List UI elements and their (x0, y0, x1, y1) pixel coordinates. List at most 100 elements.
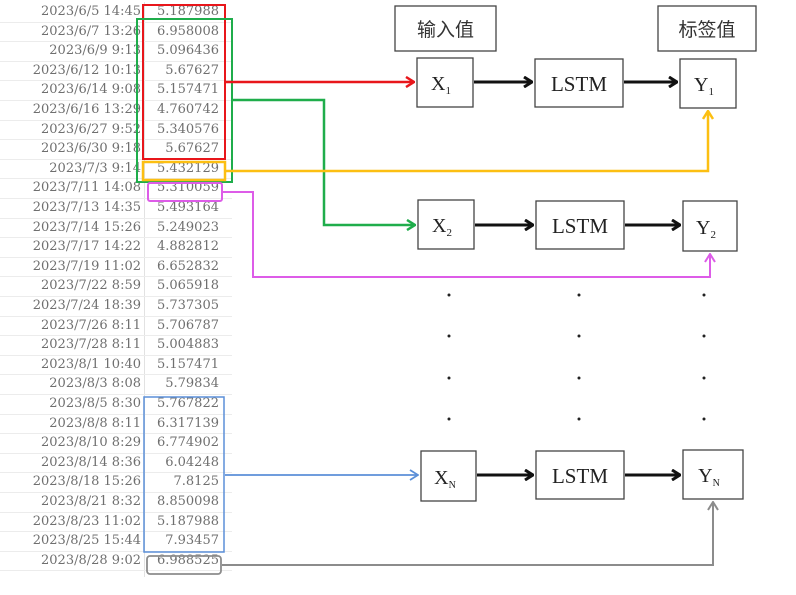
value-cell[interactable]: 5.493164 (156, 200, 219, 215)
ellipsis-dot (702, 293, 706, 297)
value-cell[interactable]: 7.93457 (165, 533, 219, 549)
value-cell[interactable]: 5.065918 (156, 278, 219, 294)
value-cell[interactable]: 5.737305 (156, 298, 219, 313)
date-cell[interactable]: 2023/6/30 9:18 (41, 141, 141, 157)
value-cell[interactable]: 6.958008 (156, 23, 219, 39)
x2-label: X2 (432, 215, 452, 239)
date-cell[interactable]: 2023/7/19 11:02 (32, 258, 141, 274)
table-row: 2023/8/10 8:29 6.774902 (0, 433, 232, 454)
date-cell[interactable]: 2023/6/5 14:45 (41, 4, 141, 19)
value-cell[interactable]: 5.67627 (165, 62, 219, 78)
lstm-label-2: LSTM (552, 214, 608, 238)
value-cell[interactable]: 5.67627 (165, 141, 219, 157)
table-row: 2023/8/18 15:26 7.8125 (0, 472, 232, 493)
date-cell[interactable]: 2023/8/3 8:08 (49, 376, 141, 392)
value-cell[interactable]: 5.432129 (156, 160, 219, 176)
date-cell[interactable]: 2023/8/14 8:36 (41, 454, 141, 470)
table-row: 2023/8/5 8:30 5.767822 (0, 394, 232, 415)
date-cell[interactable]: 2023/8/8 8:11 (49, 415, 141, 431)
y2-node (682, 200, 738, 252)
value-cell[interactable]: 8.850098 (156, 494, 219, 509)
date-cell[interactable]: 2023/6/9 9:13 (49, 43, 141, 59)
x1-node (416, 57, 474, 108)
ellipsis-dot (577, 417, 581, 421)
date-cell[interactable]: 2023/7/14 15:26 (32, 219, 141, 235)
date-cell[interactable]: 2023/7/17 14:22 (32, 239, 141, 255)
value-cell[interactable]: 6.04248 (165, 454, 219, 470)
table-row: 2023/6/16 13:29 4.760742 (0, 100, 232, 121)
value-cell[interactable]: 5.187988 (156, 4, 219, 19)
label-header-box (657, 5, 757, 52)
sequence-row-2: X2 LSTM Y2 (417, 199, 738, 252)
value-cell[interactable]: 5.157471 (156, 356, 219, 372)
date-cell[interactable]: 2023/8/25 15:44 (32, 533, 141, 549)
value-cell[interactable]: 5.767822 (156, 396, 219, 411)
date-cell[interactable]: 2023/8/5 8:30 (49, 396, 141, 411)
table-row: 2023/6/27 9:52 5.340576 (0, 120, 232, 141)
value-cell[interactable]: 5.310059 (156, 180, 219, 196)
date-cell[interactable]: 2023/6/12 10:13 (32, 62, 141, 78)
window-1-label-highlight (141, 160, 227, 182)
table-row: 2023/7/11 14:08 5.310059 (0, 178, 232, 199)
ellipsis-dot (577, 293, 581, 297)
value-cell[interactable]: 6.317139 (156, 415, 219, 431)
value-cell[interactable]: 6.774902 (156, 435, 219, 451)
date-cell[interactable]: 2023/8/1 10:40 (41, 356, 141, 372)
date-cell[interactable]: 2023/6/14 9:08 (41, 82, 141, 98)
value-cell[interactable]: 5.706787 (156, 317, 219, 333)
value-cell[interactable]: 4.882812 (156, 239, 219, 255)
label-header-label: 标签值 (678, 19, 735, 41)
ellipsis-dot (447, 293, 451, 297)
table-row: 2023/7/24 18:39 5.737305 (0, 296, 232, 317)
date-cell[interactable]: 2023/7/28 8:11 (41, 337, 141, 353)
date-cell[interactable]: 2023/7/3 9:14 (49, 160, 141, 176)
table-row: 2023/7/19 11:02 6.652832 (0, 257, 232, 278)
sequence-row-1: X1 LSTM Y1 (416, 57, 737, 109)
window-n-input-highlight (143, 396, 225, 553)
table-row: 2023/6/5 14:45 5.187988 (0, 2, 232, 23)
table-row: 2023/7/13 14:35 5.493164 (0, 198, 232, 219)
table-row: 2023/8/21 8:32 8.850098 (0, 492, 232, 513)
date-cell[interactable]: 2023/7/26 8:11 (41, 317, 141, 333)
value-cell[interactable]: 5.004883 (156, 337, 219, 353)
value-cell[interactable]: 7.8125 (173, 474, 220, 490)
value-cell[interactable]: 5.187988 (156, 513, 219, 529)
date-cell[interactable]: 2023/6/27 9:52 (41, 121, 141, 137)
y2-label: Y2 (696, 217, 716, 241)
input-header-label: 输入值 (417, 19, 474, 41)
value-cell[interactable]: 5.79834 (165, 376, 219, 392)
x1-label: X1 (431, 73, 451, 97)
date-cell[interactable]: 2023/8/23 11:02 (32, 513, 141, 529)
table-row: 2023/8/8 8:11 6.317139 (0, 414, 232, 435)
lstm-node-1 (534, 58, 624, 108)
value-cell[interactable]: 5.249023 (156, 219, 219, 235)
date-cell[interactable]: 2023/8/10 8:29 (41, 435, 141, 451)
window-n-label-highlight (146, 555, 222, 575)
table-row: 2023/8/23 11:02 5.187988 (0, 512, 232, 533)
ellipsis-dot (702, 376, 706, 380)
date-cell[interactable]: 2023/8/28 9:02 (41, 552, 141, 568)
value-cell[interactable]: 5.340576 (156, 121, 219, 137)
date-cell[interactable]: 2023/7/11 14:08 (32, 180, 141, 196)
value-cell[interactable]: 6.652832 (156, 258, 219, 274)
xn-label: XN (434, 467, 456, 491)
value-cell[interactable]: 5.157471 (156, 82, 219, 98)
sequence-row-n: XN LSTM YN (420, 449, 744, 502)
window-2-label-arrow (223, 191, 710, 278)
date-cell[interactable]: 2023/6/16 13:29 (32, 102, 141, 117)
date-cell[interactable]: 2023/6/7 13:26 (41, 23, 141, 39)
y1-label: Y1 (694, 74, 714, 98)
date-cell[interactable]: 2023/7/13 14:35 (32, 200, 141, 215)
value-cell[interactable]: 5.096436 (156, 43, 219, 59)
yn-label: YN (698, 465, 720, 489)
date-cell[interactable]: 2023/8/21 8:32 (41, 494, 141, 509)
table-row: 2023/8/3 8:08 5.79834 (0, 374, 232, 395)
value-cell[interactable]: 4.760742 (156, 102, 219, 117)
table-row: 2023/7/14 15:26 5.249023 (0, 218, 232, 239)
xn-node (420, 450, 477, 502)
date-cell[interactable]: 2023/7/22 8:59 (41, 278, 141, 294)
table-row: 2023/7/26 8:11 5.706787 (0, 316, 232, 337)
date-cell[interactable]: 2023/7/24 18:39 (32, 298, 141, 313)
date-cell[interactable]: 2023/8/18 15:26 (32, 474, 141, 490)
